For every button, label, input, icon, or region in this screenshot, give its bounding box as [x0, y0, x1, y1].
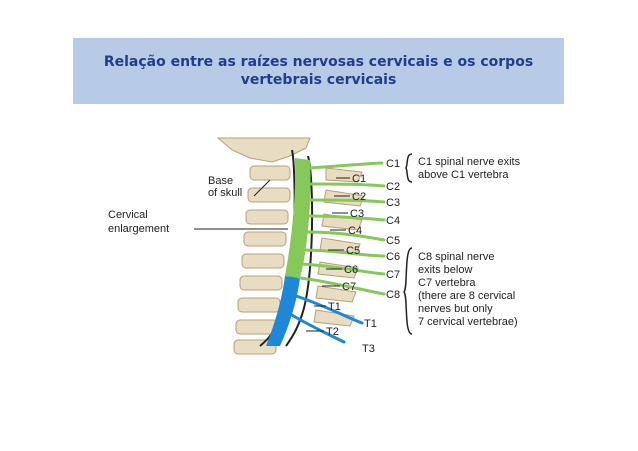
base-skull-leader [253, 179, 271, 197]
nerve-label-c8: C8 [386, 289, 400, 301]
cervical-enlargement-label-1: Cervical [108, 209, 148, 221]
cervical-enlargement-label-2: enlargement [108, 223, 169, 235]
nerve-label-t1: T1 [364, 318, 377, 330]
svg-text:C1 spinal nerve exits: C1 spinal nerve exits [418, 156, 521, 168]
nerve-label-c7: C7 [386, 269, 400, 281]
cervical-spine-figure: Base of skull Cervical enlargement C1 C2… [100, 137, 560, 355]
vertebra-label-c2: C2 [352, 191, 366, 203]
vertebra-label-c3: C3 [350, 208, 364, 220]
cervical-nerve-roots [298, 161, 386, 296]
vertebra-label-c4: C4 [348, 225, 362, 237]
slide-title: Relação entre as raízes nervosas cervica… [103, 54, 534, 88]
vertebra-label-t1: T1 [328, 301, 341, 313]
vertebra-label-t3: T3 [362, 343, 375, 355]
spinous-processes [313, 167, 365, 327]
thoracic-cord [266, 276, 300, 346]
vertebra-label-c1: C1 [352, 173, 366, 185]
nerve-label-c5: C5 [386, 235, 400, 247]
nerve-label-c6: C6 [386, 251, 400, 263]
svg-text:C8 spinal nerve: C8 spinal nerve [418, 251, 494, 263]
vertebra-label-c5: C5 [346, 245, 360, 257]
vertebra-label-c7: C7 [342, 281, 356, 293]
svg-text:exits below: exits below [418, 264, 472, 276]
nerve-label-c2: C2 [386, 181, 400, 193]
base-of-skull-label-1: Base [208, 175, 233, 187]
svg-text:nerves but only: nerves but only [418, 303, 493, 315]
nerve-labels: C1 C2 C3 C4 C5 C6 C7 C8 T1 [364, 158, 400, 330]
vertebra-label-c6: C6 [344, 264, 358, 276]
cervical-cord [285, 158, 311, 278]
skull-base-shape [216, 137, 311, 163]
base-of-skull-label-2: of skull [208, 187, 242, 199]
svg-text:C7 vertebra: C7 vertebra [418, 277, 476, 289]
nerve-label-c1: C1 [386, 158, 400, 170]
brace-top [405, 153, 413, 183]
svg-text:above C1 vertebra: above C1 vertebra [418, 169, 509, 181]
nerve-label-c3: C3 [386, 197, 400, 209]
spine-diagram: Base of skull Cervical enlargement C1 C2… [108, 137, 521, 355]
vertebra-label-t2: T2 [326, 326, 339, 338]
note-top: C1 spinal nerve exits above C1 vertebra [418, 156, 521, 181]
nerve-label-c4: C4 [386, 215, 400, 227]
vertebra-labels: C1 C2 C3 C4 C5 C6 C7 T1 T2 T3 [326, 173, 375, 355]
svg-text:7 cervical vertebrae): 7 cervical vertebrae) [418, 316, 518, 328]
brace-bottom [402, 247, 413, 335]
note-bottom: C8 spinal nerve exits below C7 vertebra … [418, 251, 518, 328]
title-band: Relação entre as raízes nervosas cervica… [73, 38, 564, 104]
svg-text:(there are 8 cervical: (there are 8 cervical [418, 290, 515, 302]
